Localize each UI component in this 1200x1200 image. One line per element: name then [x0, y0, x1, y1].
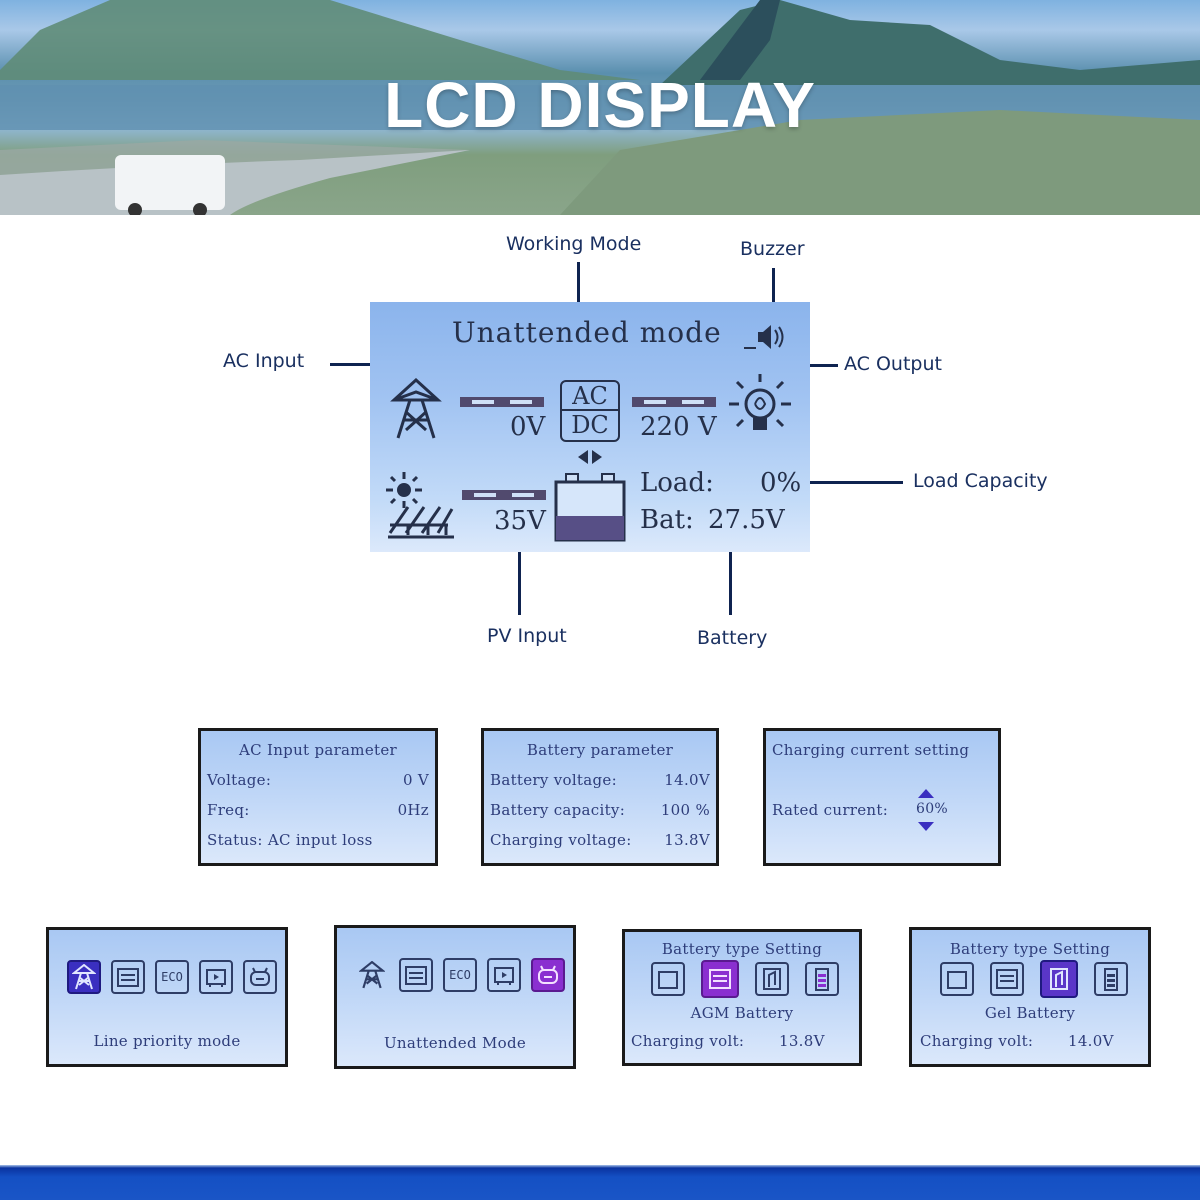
eco-icon: ECO	[443, 958, 477, 992]
flooded-battery-icon	[651, 962, 685, 996]
agm-battery-type-screen: Battery type Setting AGM Battery Chargin…	[622, 929, 862, 1066]
robot-icon	[243, 960, 277, 994]
working-mode-text: Unattended mode	[452, 316, 722, 349]
callout-buzzer: Buzzer	[740, 238, 805, 260]
battery-icon	[554, 472, 626, 546]
battery-capacity-value: 100 %	[660, 801, 710, 819]
lithium-battery-icon	[805, 962, 839, 996]
battery-voltage-label: Battery voltage:	[490, 771, 617, 789]
charging-volt-value: 13.8V	[779, 1032, 825, 1050]
main-lcd-display: Unattended mode 0V AC DC 220 V	[370, 302, 810, 552]
up-arrow-icon	[918, 789, 934, 798]
callout-working-mode: Working Mode	[506, 233, 642, 255]
screen-title: Battery type Setting	[949, 940, 1111, 958]
charging-voltage-label: Charging voltage:	[490, 831, 632, 849]
ac-dc-indicator: AC DC	[560, 380, 620, 442]
ac-output-voltage: 220 V	[640, 412, 717, 442]
battery-type-name: AGM Battery	[690, 1004, 794, 1022]
agm-battery-icon	[701, 960, 739, 998]
ac-input-parameter-screen: AC Input parameter Voltage: 0 V Freq: 0H…	[198, 728, 438, 866]
ac-input-voltage: 0V	[510, 412, 546, 442]
flooded-battery-icon	[940, 962, 974, 996]
callout-line-working-mode	[577, 262, 580, 314]
battery-capacity-label: Battery capacity:	[490, 801, 626, 819]
screen-title: Charging current setting	[772, 741, 970, 759]
line-priority-mode-screen: ECO Line priority mode	[46, 927, 288, 1067]
gel-battery-icon	[1040, 960, 1078, 998]
battery-type-name: Gel Battery	[984, 1004, 1076, 1022]
callout-ac-output: AC Output	[844, 353, 942, 375]
sun-icon	[384, 470, 424, 514]
freq-label: Freq:	[207, 801, 250, 819]
pv-input-bar	[462, 490, 546, 500]
footer-bar	[0, 1165, 1200, 1200]
charging-volt-value: 14.0V	[1068, 1032, 1114, 1050]
page-title: LCD DISPLAY	[384, 69, 816, 141]
load-value: 0%	[760, 468, 802, 498]
battery-voltage-value: 14.0V	[664, 771, 710, 789]
screen-title: Battery type Setting	[661, 940, 823, 958]
charging-current-screen: Charging current setting Rated current: …	[763, 728, 1001, 866]
unattended-mode-screen: ECO Unattended Mode	[334, 925, 576, 1069]
mode-caption: Unattended Mode	[383, 1034, 527, 1052]
eco-icon: ECO	[155, 960, 189, 994]
load-label: Load:	[640, 468, 714, 498]
callout-battery: Battery	[697, 627, 768, 649]
lithium-battery-icon	[1094, 962, 1128, 996]
battery-voltage: 27.5V	[708, 505, 785, 535]
bulb-icon	[725, 370, 795, 446]
battery-icon	[111, 960, 145, 994]
screen-title: AC Input parameter	[239, 741, 397, 759]
status-text: Status: AC input loss	[207, 831, 373, 849]
voltage-label: Voltage:	[207, 771, 272, 789]
landscape-image	[0, 0, 1200, 215]
generator-icon	[199, 960, 233, 994]
callout-line-battery	[729, 540, 732, 615]
battery-parameter-screen: Battery parameter Battery voltage: 14.0V…	[481, 728, 719, 866]
camper-van-icon	[115, 155, 225, 210]
bidirectional-arrow-icon	[576, 448, 604, 470]
freq-value: 0Hz	[397, 801, 429, 819]
charging-voltage-value: 13.8V	[664, 831, 710, 849]
robot-icon	[531, 958, 565, 992]
callout-ac-input: AC Input	[223, 350, 305, 372]
generator-icon	[487, 958, 521, 992]
mode-caption: Line priority mode	[93, 1032, 241, 1050]
rated-current-value: 60%	[916, 801, 949, 817]
callout-pv-input: PV Input	[487, 625, 567, 647]
screen-title: Battery parameter	[526, 741, 674, 759]
battery-label: Bat:	[640, 505, 694, 535]
charging-volt-label: Charging volt:	[920, 1032, 1034, 1050]
down-arrow-icon	[918, 822, 934, 831]
charging-volt-label: Charging volt:	[631, 1032, 745, 1050]
power-tower-icon	[67, 960, 101, 994]
rated-current-label: Rated current:	[772, 801, 889, 819]
agm-battery-icon	[990, 962, 1024, 996]
power-tower-icon	[388, 377, 444, 444]
battery-icon	[399, 958, 433, 992]
dc-label: DC	[571, 411, 609, 439]
callout-line-load	[800, 481, 903, 484]
ac-input-bar	[460, 397, 544, 407]
callout-load-capacity: Load Capacity	[913, 470, 1048, 492]
speaker-icon	[742, 322, 792, 356]
solar-panel-icon	[388, 497, 454, 543]
pv-input-voltage: 35V	[494, 506, 546, 536]
banner: LCD DISPLAY	[0, 0, 1200, 215]
power-tower-icon	[355, 958, 389, 992]
callout-line-buzzer	[772, 268, 775, 328]
voltage-value: 0 V	[402, 771, 429, 789]
ac-output-bar	[632, 397, 716, 407]
gel-battery-icon	[755, 962, 789, 996]
gel-battery-type-screen: Battery type Setting Gel Battery Chargin…	[909, 927, 1151, 1067]
ac-label: AC	[562, 382, 618, 411]
callout-line-pv	[518, 540, 521, 615]
